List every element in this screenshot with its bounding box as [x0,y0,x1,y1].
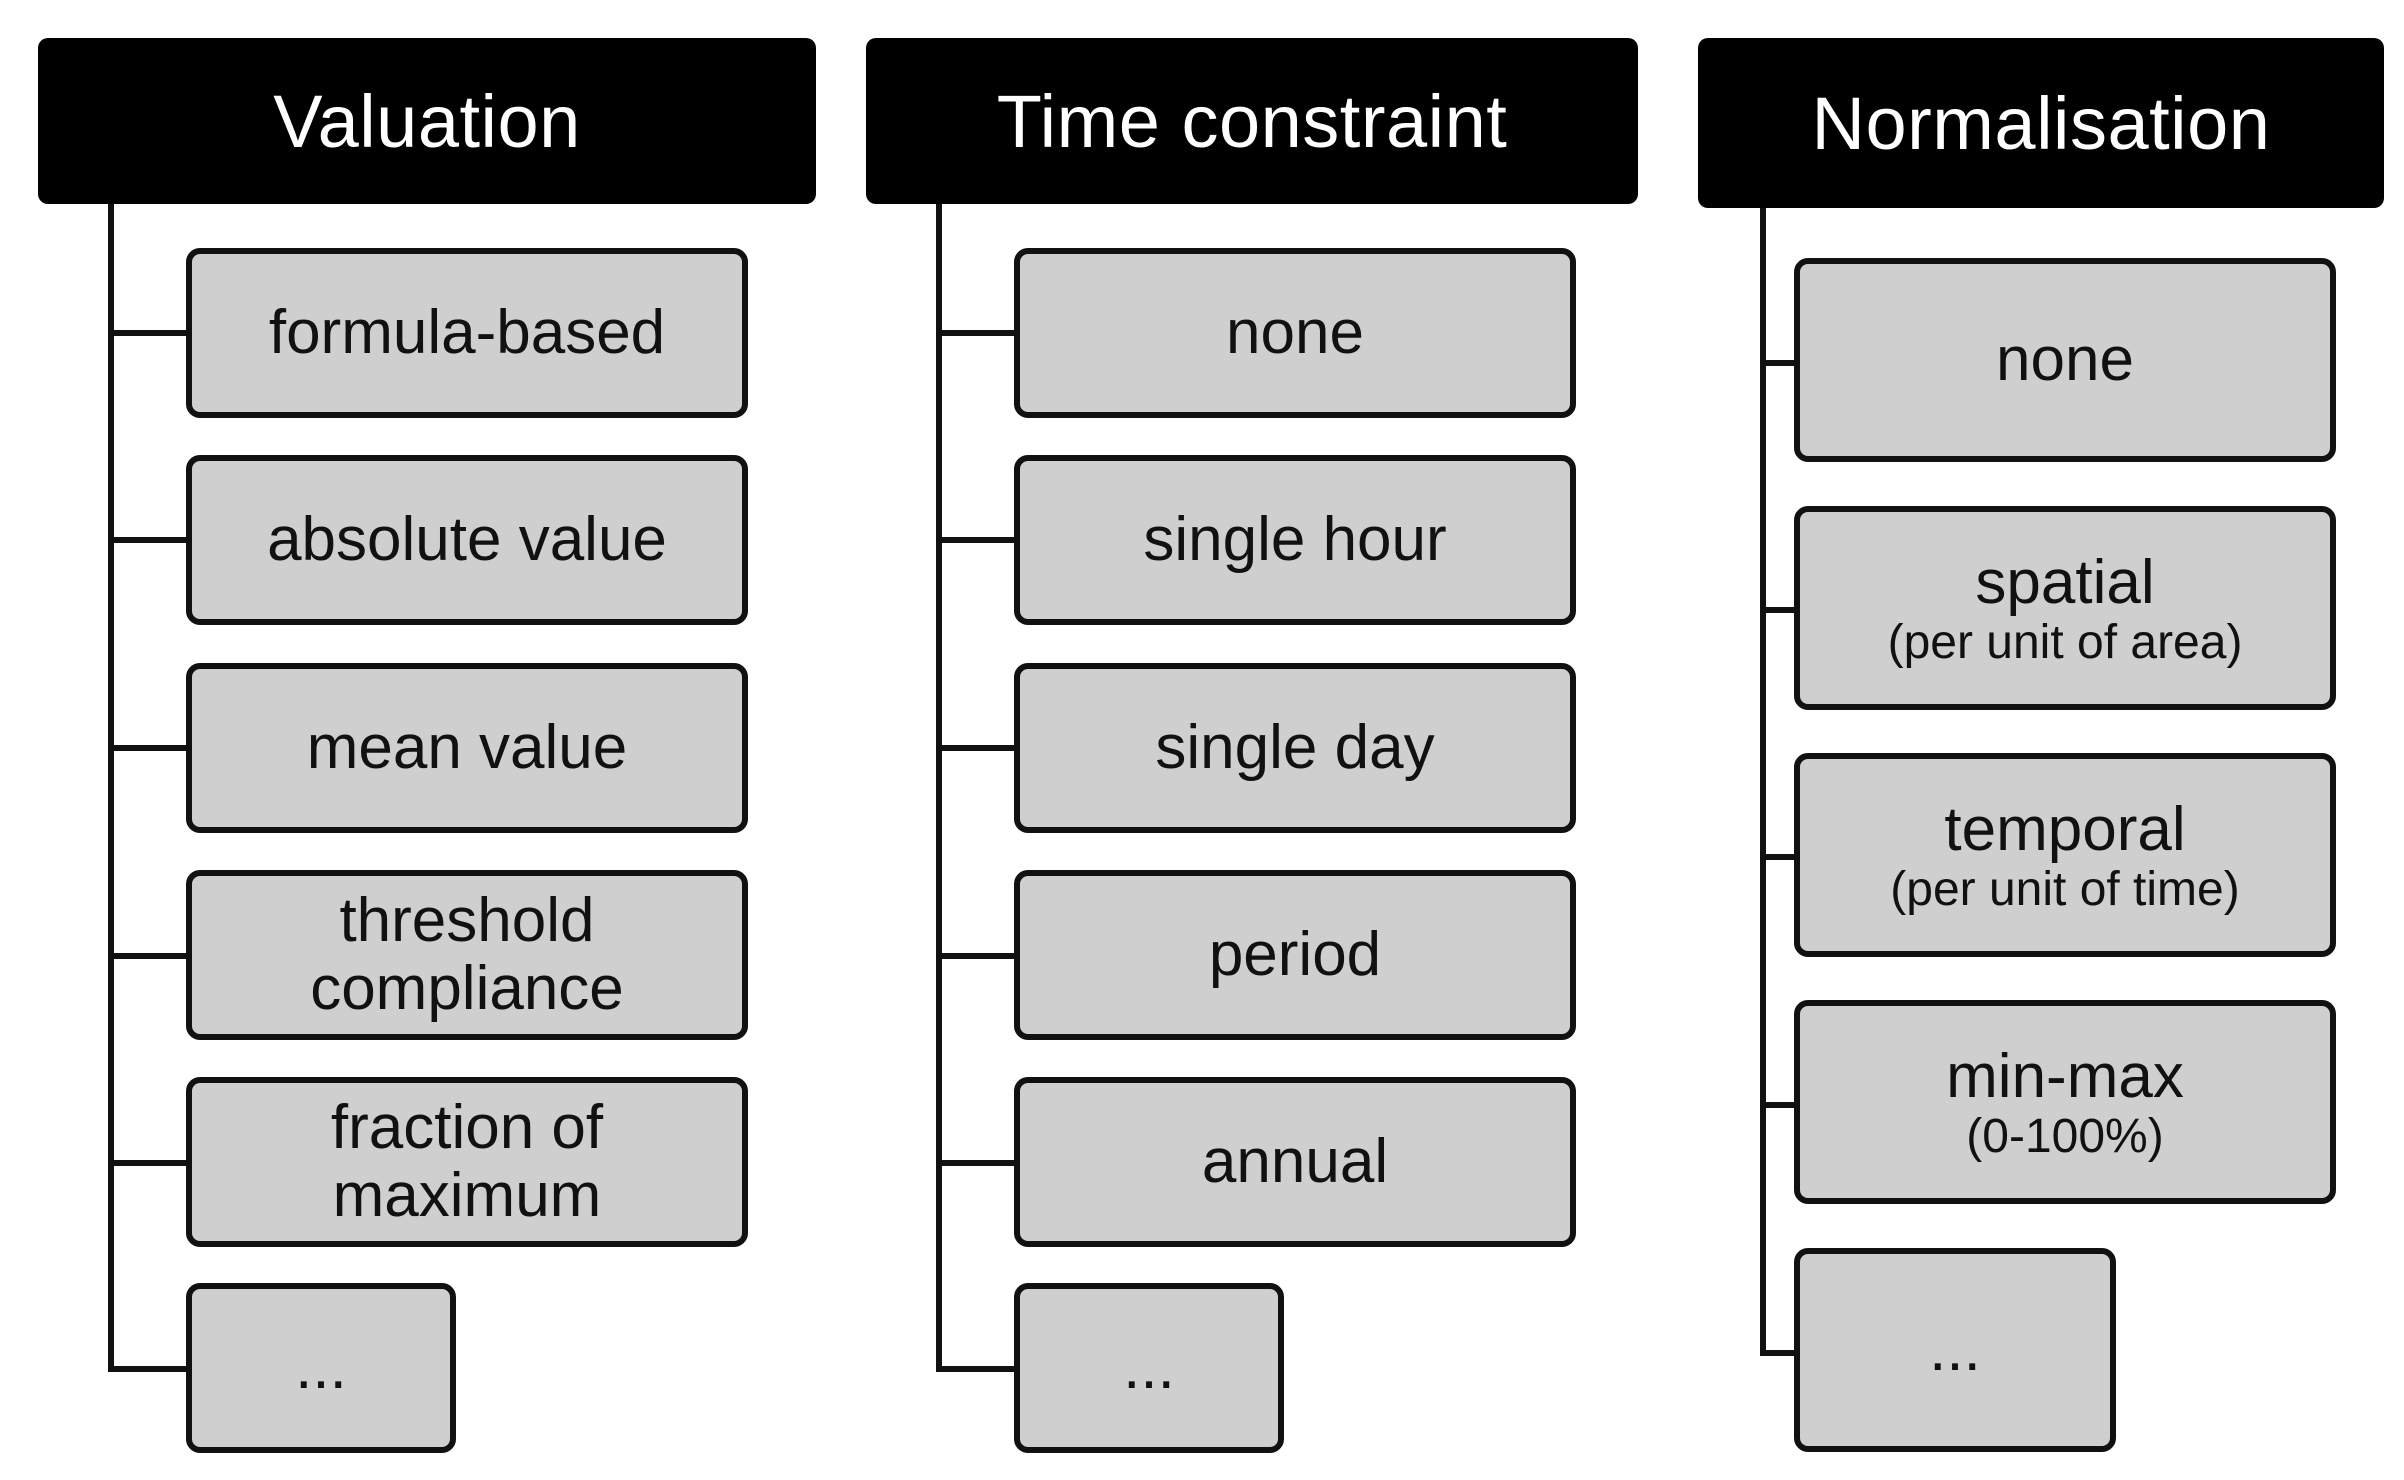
tree-branch [108,330,228,336]
tree-branch [936,953,1056,959]
column-normalisation: Normalisation none spatial (per unit of … [1698,0,2384,1480]
tree-branch [936,537,1056,543]
column-time-constraint: Time constraint none single hour single … [866,0,1640,1480]
option-node: min-max (0-100%) [1794,1000,2336,1204]
option-node: threshold compliance [186,870,748,1040]
tree-branch [108,1160,228,1166]
tree-trunk [936,204,942,1372]
option-node: ... [1014,1283,1284,1453]
option-label: spatial [1975,547,2155,617]
option-label: fraction of maximum [330,1092,604,1230]
tree-trunk [1760,208,1766,1356]
option-label: min-max [1946,1041,2184,1111]
column-title: Time constraint [996,79,1508,163]
option-node: ... [1794,1248,2116,1452]
tree-branch [1760,607,1820,613]
tree-branch [1760,1102,1820,1108]
option-label: annual [1201,1126,1389,1196]
tree-branch [1760,854,1820,860]
option-node: mean value [186,663,748,833]
option-label: ... [1123,1332,1175,1402]
tree-branch [936,330,1056,336]
option-label: threshold compliance [310,885,624,1023]
option-node: temporal (per unit of time) [1794,753,2336,957]
option-label: none [1996,324,2134,394]
option-sublabel: (0-100%) [1966,1110,2164,1164]
tree-branch [108,537,228,543]
option-node: absolute value [186,455,748,625]
option-node: ... [186,1283,456,1453]
tree-branch [936,745,1056,751]
option-node: none [1014,248,1576,418]
option-node: none [1794,258,2336,462]
tree-branch [1760,360,1820,366]
option-label: formula-based [268,297,666,367]
column-header-time-constraint: Time constraint [866,38,1638,204]
tree-branch [108,953,228,959]
column-header-normalisation: Normalisation [1698,38,2384,208]
option-node: spatial (per unit of area) [1794,506,2336,710]
tree-branch [108,1366,228,1372]
tree-trunk [108,204,114,1372]
tree-branch [936,1160,1056,1166]
option-node: single hour [1014,455,1576,625]
tree-branch [936,1366,1056,1372]
option-label: period [1208,919,1382,989]
option-sublabel: (per unit of time) [1890,863,2240,917]
option-node: single day [1014,663,1576,833]
tree-branch [1760,1350,1820,1356]
option-label: mean value [306,712,628,782]
tree-branch [108,745,228,751]
option-label: none [1226,297,1364,367]
option-label: absolute value [267,504,667,574]
column-valuation: Valuation formula-based absolute value m… [38,0,818,1480]
option-node: period [1014,870,1576,1040]
column-header-valuation: Valuation [38,38,816,204]
option-label: temporal [1944,794,2186,864]
option-node: annual [1014,1077,1576,1247]
option-node: formula-based [186,248,748,418]
option-sublabel: (per unit of area) [1887,616,2243,670]
option-label: ... [295,1332,347,1402]
option-label: single hour [1143,504,1447,574]
column-title: Normalisation [1811,81,2271,165]
option-label: ... [1929,1314,1981,1384]
option-node: fraction of maximum [186,1077,748,1247]
column-title: Valuation [273,79,581,163]
option-label: single day [1155,712,1435,782]
